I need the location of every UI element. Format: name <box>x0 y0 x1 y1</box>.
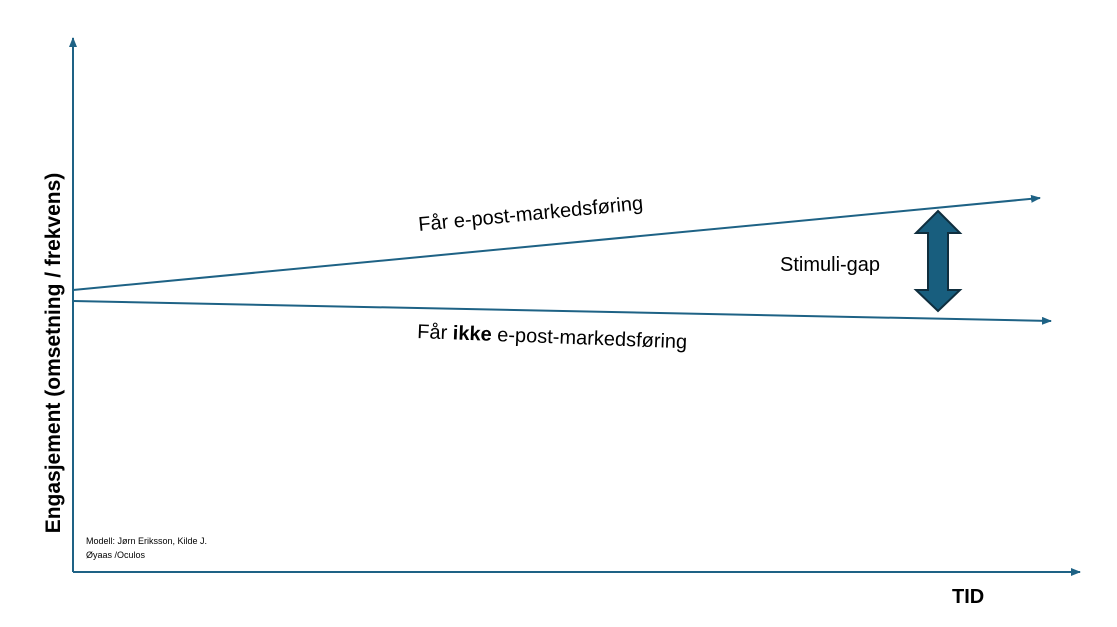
label-with-email: Får e-post-markedsføring <box>417 192 644 236</box>
line-without-email <box>72 300 1052 325</box>
credit-line-2: Øyaas /Oculos <box>86 550 146 560</box>
double-arrow-icon <box>913 209 963 313</box>
x-axis-label: TID <box>952 586 984 608</box>
label-without-bold: ikke <box>452 322 492 345</box>
label-without-prefix: Får <box>417 321 453 344</box>
credit-line-1: Modell: Jørn Eriksson, Kilde J. <box>86 536 207 546</box>
label-without-suffix: e-post-markedsføring <box>491 324 687 353</box>
gap-label: Stimuli-gap <box>780 254 880 276</box>
label-without-email: Får ikke e-post-markedsføring <box>417 321 688 353</box>
y-axis-label: Engasjement (omsetning / frekvens) <box>42 173 65 534</box>
line-with-email <box>72 194 1041 291</box>
